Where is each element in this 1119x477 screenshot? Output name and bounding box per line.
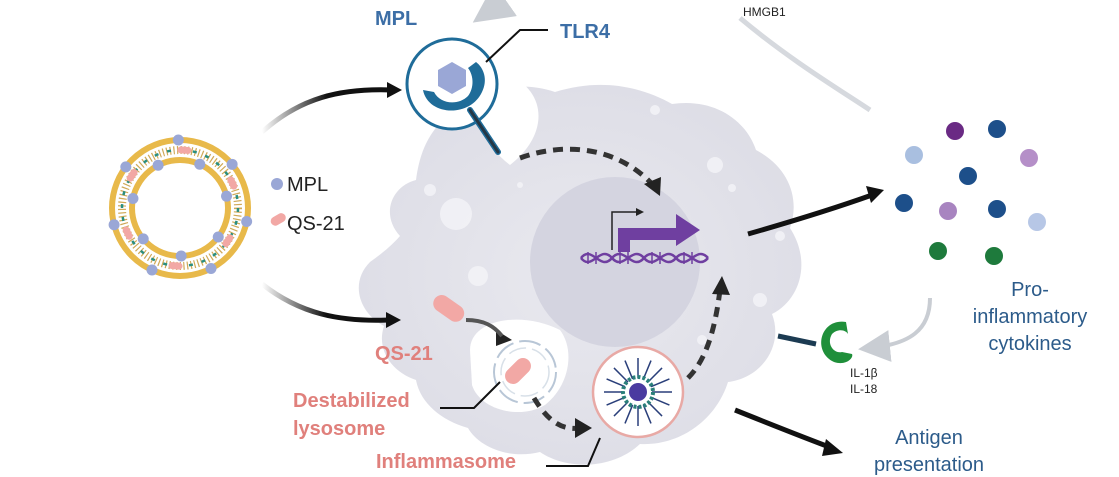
cytokines-label-2: inflammatory <box>973 306 1087 328</box>
cytokine-feedback-arrow <box>858 297 932 362</box>
liposome-qs21-particle <box>122 226 133 240</box>
liposome-qs21-particle <box>222 234 234 248</box>
destabilized-label-1: Destabilized <box>293 390 410 412</box>
liposome-mpl-particle <box>241 216 253 228</box>
liposome-qs21-particle <box>168 262 183 270</box>
antigen-label-2: presentation <box>874 454 984 476</box>
qs21-entry-arrow <box>465 318 504 338</box>
cytokines-label-3: cytokines <box>988 333 1071 355</box>
il18-label: IL-18 <box>850 382 878 396</box>
liposome-mpl-particle <box>212 231 224 243</box>
qs21-particle <box>433 295 465 322</box>
hmgb1-arrows <box>472 0 872 113</box>
cytokines-label-1: Pro- <box>1011 279 1049 301</box>
inflammasome-spoke <box>613 367 629 383</box>
tlr4-label: TLR4 <box>560 21 611 43</box>
inflammasome-spoke <box>606 396 626 406</box>
dna-helix-icon <box>580 208 709 264</box>
inflammasome-spoke <box>650 396 670 406</box>
liposome-mpl-particle <box>146 264 158 276</box>
liposome-mpl-particle <box>205 263 217 275</box>
flow-arrows <box>260 82 884 456</box>
signal-arrowheads <box>496 177 730 438</box>
liposome-mpl-particle <box>152 159 164 171</box>
liposome-mpl-particle <box>127 192 139 204</box>
inflammasome-spoke <box>606 378 626 388</box>
inflammasome-spoke <box>642 360 652 380</box>
inflammasome-spoke <box>624 404 634 424</box>
liposome-qs21-particle <box>177 146 192 154</box>
destabilized-lysosome <box>493 340 557 404</box>
liposome-icon <box>108 134 253 279</box>
inflammasome-spoke <box>647 367 663 383</box>
inflammasome-spoke <box>613 401 629 417</box>
liposome-mpl-particle <box>120 161 132 173</box>
label-leaders <box>440 29 601 467</box>
liposome-mpl-particle <box>226 158 238 170</box>
inflammasome-spoke <box>650 378 670 388</box>
legend: MPL QS-21 <box>270 174 345 235</box>
liposome-mpl-particle <box>221 190 233 202</box>
liposome-mpl-particle <box>137 233 149 245</box>
liposome-mpl-particle <box>194 158 206 170</box>
inflammasome-spoke <box>624 360 634 380</box>
legend-qs21-pill <box>270 213 286 226</box>
il1b-label: IL-1β <box>850 366 878 380</box>
hmgb1-label: HMGB1 <box>743 5 786 19</box>
inflammasome-label: Inflammasome <box>376 451 516 473</box>
mpl-label: MPL <box>375 8 417 30</box>
qs21-label: QS-21 <box>375 343 433 365</box>
tlr4-receptor-icon <box>405 37 501 155</box>
liposome-qs21-particle <box>126 168 138 182</box>
destabilized-label-2: lysosome <box>293 418 385 440</box>
cytokine-particles <box>895 120 1046 265</box>
inflammasome-spoke <box>642 404 652 424</box>
liposome-mpl-particle <box>108 219 120 231</box>
legend-mpl-label: MPL <box>287 174 328 196</box>
cytokine-receptor-icon <box>777 321 853 364</box>
liposome-mpl-particle <box>172 134 184 146</box>
liposome-qs21-particle <box>227 176 238 190</box>
antigen-label-1: Antigen <box>895 427 963 449</box>
inflammasome-icon <box>591 345 685 439</box>
legend-qs21-label: QS-21 <box>287 213 345 235</box>
legend-mpl-dot <box>271 178 283 190</box>
inflammasome-spoke <box>647 401 663 417</box>
liposome-mpl-particle <box>175 250 187 262</box>
